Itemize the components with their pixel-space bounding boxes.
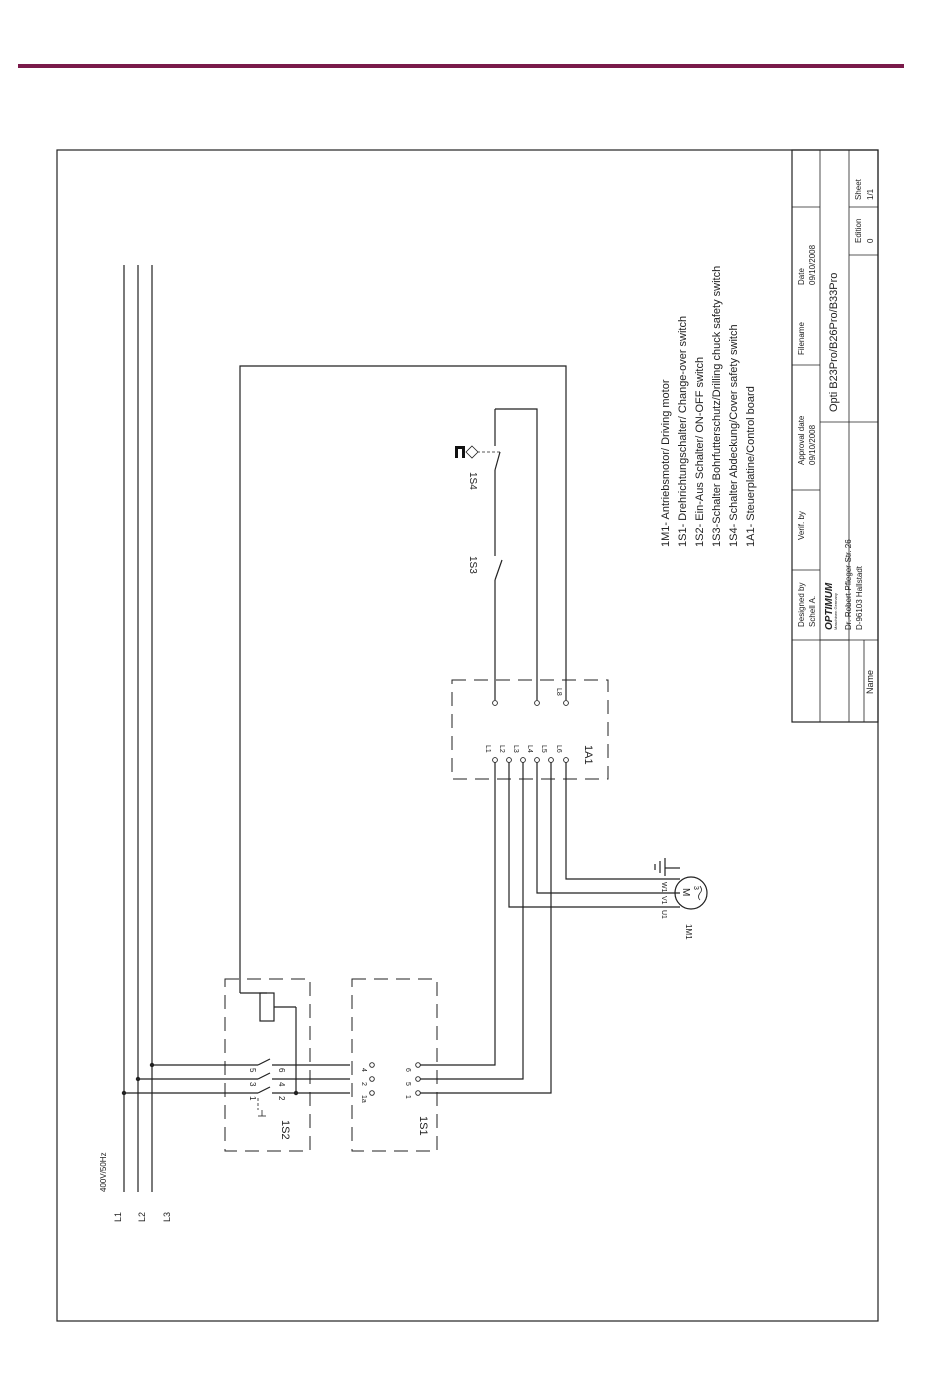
safety-switches: 1S3 1S4 xyxy=(455,408,538,700)
svg-text:W1: W1 xyxy=(660,882,667,893)
cover-switch-label: 1S4 xyxy=(467,472,478,490)
svg-text:5: 5 xyxy=(248,1068,257,1073)
svg-text:Dr.-Robert-Pfleger-Str. 26: Dr.-Robert-Pfleger-Str. 26 xyxy=(844,539,853,630)
legend-item: 1A1- Steuerplatine/Control board xyxy=(745,386,757,547)
svg-text:1: 1 xyxy=(248,1096,257,1101)
svg-text:6: 6 xyxy=(277,1068,286,1073)
svg-text:1/1: 1/1 xyxy=(866,188,875,200)
control-board-label: 1A1 xyxy=(582,745,594,765)
company-logo: OPTIMUM xyxy=(824,582,835,630)
svg-text:L5: L5 xyxy=(540,745,547,753)
svg-text:3: 3 xyxy=(248,1082,257,1087)
svg-text:Designed by: Designed by xyxy=(797,583,806,627)
title-block: Designed by Schell A. Verif. by Approval… xyxy=(791,149,879,723)
chuck-switch-label: 1S3 xyxy=(467,556,478,574)
svg-text:M: M xyxy=(680,888,691,896)
motor-label: 1M1 xyxy=(684,924,693,940)
svg-text:Edition: Edition xyxy=(854,219,863,243)
svg-text:0: 0 xyxy=(866,238,875,243)
drawing-frame xyxy=(56,149,879,1322)
svg-text:09/10/2008: 09/10/2008 xyxy=(808,424,817,465)
drawing-title: Opti B23Pro/B26Pro/B33Pro xyxy=(828,273,840,412)
legend-item: 1S4- Schalter Abdeckung/Cover safety swi… xyxy=(728,324,740,547)
control-wire xyxy=(239,365,567,993)
motor-1m1: M 3 U1 V1 W1 1M1 xyxy=(508,760,708,940)
svg-text:L8: L8 xyxy=(555,688,562,696)
switch-1s2: 1 3 5 2 4 6 1S2 xyxy=(121,978,350,1152)
legend: 1M1- Antriebsmotor/ Driving motor 1S1- D… xyxy=(660,266,757,547)
svg-text:L6: L6 xyxy=(555,745,562,753)
svg-text:4: 4 xyxy=(277,1082,286,1087)
svg-text:L2: L2 xyxy=(498,745,505,753)
switch-1s1-label: 1S1 xyxy=(417,1116,429,1136)
svg-text:Verif. by: Verif. by xyxy=(797,511,806,540)
svg-text:Maschinen Germany: Maschinen Germany xyxy=(833,593,838,630)
svg-text:Schell A.: Schell A. xyxy=(808,596,817,627)
supply-lines: 400V/50Hz L1 L2 L3 xyxy=(99,265,172,1222)
svg-text:V1: V1 xyxy=(660,896,667,905)
legend-item: 1S1- Drehrichtungschalter/ Change-over s… xyxy=(677,316,689,547)
legend-item: 1S3-Schalter Bohrfutterschutz/Drilling c… xyxy=(711,266,723,547)
svg-text:1a: 1a xyxy=(360,1095,367,1103)
legend-item: 1S2- Ein-Aus Schalter/ ON-OFF switch xyxy=(694,357,706,547)
supply-line-l2: L2 xyxy=(137,1212,147,1222)
supply-voltage: 400V/50Hz xyxy=(99,1152,108,1192)
header-accent-bar xyxy=(18,64,904,68)
svg-text:5: 5 xyxy=(404,1082,411,1086)
legend-item: 1M1- Antriebsmotor/ Driving motor xyxy=(660,379,672,547)
svg-text:Sheet: Sheet xyxy=(854,178,863,200)
svg-text:Date: Date xyxy=(797,268,806,285)
svg-text:6: 6 xyxy=(404,1068,411,1072)
switch-1s1: 1a 2 4 1 5 6 1S1 xyxy=(351,760,552,1152)
svg-text:D-96103 Hallstadt: D-96103 Hallstadt xyxy=(855,565,864,630)
svg-text:L4: L4 xyxy=(526,745,533,753)
supply-line-l1: L1 xyxy=(113,1212,123,1222)
svg-text:L3: L3 xyxy=(512,745,519,753)
switch-1s2-label: 1S2 xyxy=(279,1120,291,1140)
svg-text:Name: Name xyxy=(865,670,875,694)
svg-text:Filename: Filename xyxy=(797,322,806,355)
svg-text:3: 3 xyxy=(692,886,699,890)
svg-text:U1: U1 xyxy=(660,910,667,919)
svg-text:Approval date: Approval date xyxy=(797,415,806,465)
svg-text:1: 1 xyxy=(404,1095,411,1099)
svg-text:2: 2 xyxy=(360,1082,367,1086)
svg-text:4: 4 xyxy=(360,1068,367,1072)
control-board-1a1: L1 L2 L3 L4 L5 L6 L8 1A1 xyxy=(451,679,609,780)
supply-line-l3: L3 xyxy=(162,1212,172,1222)
svg-text:L1: L1 xyxy=(484,745,491,753)
svg-text:2: 2 xyxy=(277,1096,286,1101)
svg-text:09/10/2008: 09/10/2008 xyxy=(808,244,817,285)
